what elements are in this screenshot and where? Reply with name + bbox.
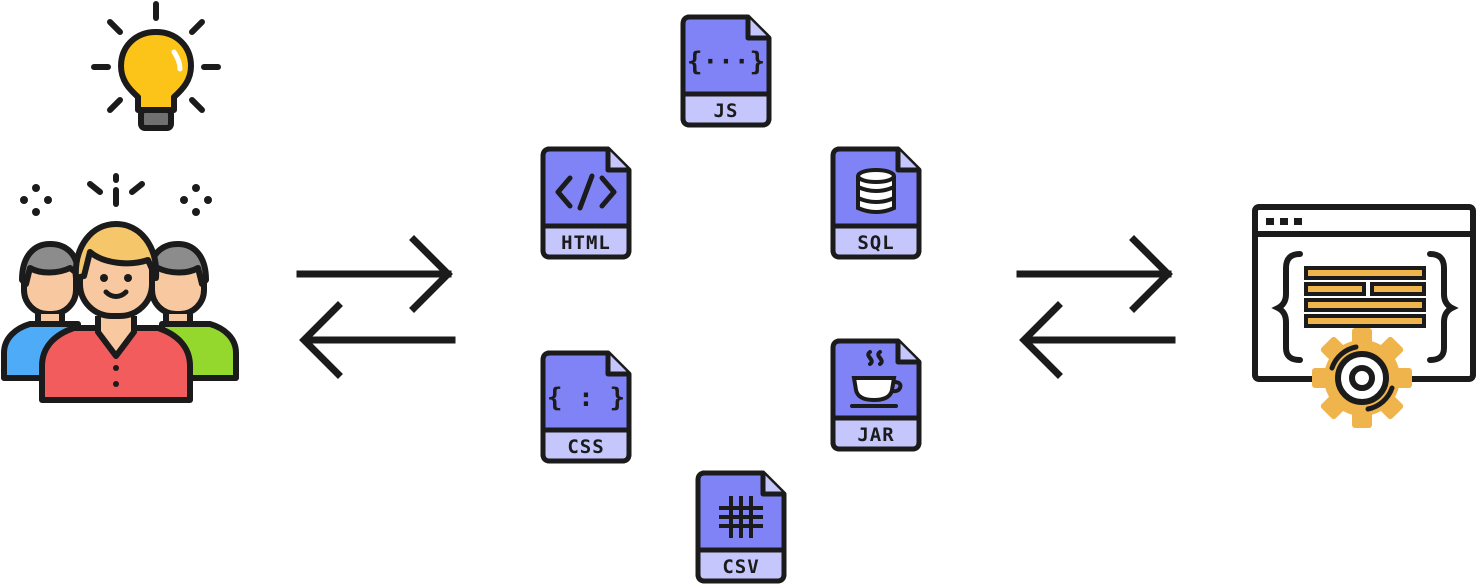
- svg-text:HTML: HTML: [561, 232, 611, 254]
- svg-text:CSS: CSS: [567, 436, 604, 458]
- database-icon: SQL: [830, 146, 922, 260]
- braces-colon-icon: { : } CSS: [540, 350, 632, 464]
- file-css: { : } CSS: [540, 350, 632, 464]
- bidirectional-arrows-right-icon: [1016, 235, 1176, 379]
- svg-text:CSV: CSV: [722, 556, 759, 578]
- file-jar: JAR: [830, 338, 922, 452]
- code-window-gear-icon: [1252, 204, 1476, 428]
- file-html: HTML: [540, 146, 632, 260]
- team-icon: [1, 173, 239, 403]
- bidirectional-arrows-left-icon: [296, 235, 456, 379]
- grid-icon: CSV: [695, 470, 787, 584]
- coffee-cup-icon: JAR: [830, 338, 922, 452]
- braces-ellipsis-icon: {···} JS: [680, 14, 772, 128]
- lightbulb-icon: [91, 1, 221, 131]
- file-js: {···} JS: [680, 14, 772, 128]
- idea-team-group: [0, 0, 240, 420]
- svg-text:SQL: SQL: [857, 232, 894, 254]
- code-tag-icon: HTML: [540, 146, 632, 260]
- svg-text:{···}: {···}: [687, 47, 765, 77]
- file-csv: CSV: [695, 470, 787, 584]
- svg-text:JAR: JAR: [857, 424, 894, 446]
- file-sql: SQL: [830, 146, 922, 260]
- svg-text:{ : }: { : }: [547, 383, 625, 413]
- svg-text:JS: JS: [714, 100, 739, 122]
